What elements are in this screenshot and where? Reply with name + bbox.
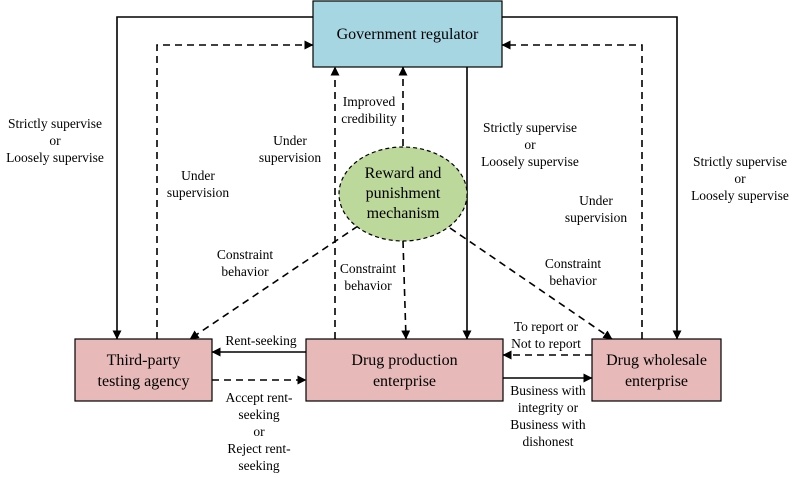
label-line: Under xyxy=(579,193,613,208)
label-line: supervision xyxy=(565,210,627,225)
mechanism-ellipse xyxy=(338,146,468,242)
label-production-to-wholesale: Business with integrity or Business with… xyxy=(510,383,586,449)
label-line: Business with xyxy=(510,383,586,398)
label-line: To report or xyxy=(514,319,579,334)
label-line: Accept rent- xyxy=(225,390,293,405)
label-wholesale-to-reg: Under supervision xyxy=(565,193,627,225)
edge-wholesale-to-reg xyxy=(501,40,643,339)
label-line: Not to report xyxy=(511,336,581,351)
label-line: integrity or xyxy=(518,400,579,415)
regulator-box xyxy=(312,0,503,68)
mechanism-label-line-3: mechanism xyxy=(367,205,440,222)
label-line: supervision xyxy=(259,150,321,165)
label-thirdparty-to-reg: Under supervision xyxy=(167,168,229,200)
edge-thirdparty-to-reg xyxy=(156,40,314,339)
label-line: Rent-seeking xyxy=(225,333,296,348)
label-mechanism-to-thirdparty: Constraint behavior xyxy=(217,247,273,279)
label-line: Reject rent- xyxy=(227,441,291,456)
label-reg-to-production: Strictly supervise or Loosely supervise xyxy=(481,120,579,169)
label-line: Constraint xyxy=(217,247,273,262)
label-line: behavior xyxy=(344,278,392,293)
label-line: seeking xyxy=(238,407,279,422)
label-line: Under xyxy=(273,133,307,148)
label-line: or xyxy=(253,424,265,439)
third-party-label-line-2: testing agency xyxy=(98,373,190,390)
wholesale-box xyxy=(591,338,722,402)
edge-mechanism-to-production xyxy=(401,240,411,340)
label-line: or xyxy=(49,133,61,148)
label-production-to-reg: Under supervision xyxy=(259,133,321,165)
label-line: behavior xyxy=(549,273,597,288)
label-line: Under xyxy=(181,168,215,183)
label-thirdparty-to-production: Accept rent- seeking or Reject rent- see… xyxy=(225,390,293,473)
label-line: dishonest xyxy=(522,434,573,449)
regulator-label: Government regulator xyxy=(337,26,479,43)
label-line: Strictly supervise xyxy=(8,116,102,131)
production-box xyxy=(305,338,504,402)
label-line: Strictly supervise xyxy=(693,154,787,169)
label-line: Constraint xyxy=(545,256,601,271)
production-label-line-1: Drug production xyxy=(351,352,457,369)
label-production-to-thirdparty: Rent-seeking xyxy=(225,333,296,348)
node-government-regulator: Government regulator xyxy=(312,0,503,68)
label-line: or xyxy=(524,137,536,152)
third-party-box xyxy=(74,338,213,402)
mechanism-label-line-1: Reward and xyxy=(365,165,442,182)
label-mechanism-to-production: Constraint behavior xyxy=(340,261,396,293)
edge-mechanism-to-wholesale xyxy=(449,227,613,340)
node-reward-punishment-mechanism: Reward and punishment mechanism xyxy=(338,146,468,242)
label-line: Improved xyxy=(343,94,396,109)
wholesale-label-line-2: enterprise xyxy=(625,373,688,390)
label-reg-to-wholesale: Strictly supervise or Loosely supervise xyxy=(691,154,789,203)
node-third-party-testing-agency: Third-party testing agency xyxy=(74,338,213,402)
label-mechanism-to-reg: Improved credibility xyxy=(341,94,397,126)
label-line: seeking xyxy=(238,458,279,473)
node-drug-production-enterprise: Drug production enterprise xyxy=(305,338,504,402)
mechanism-label-line-2: punishment xyxy=(366,185,441,202)
wholesale-label-line-1: Drug wholesale xyxy=(606,352,707,369)
label-line: supervision xyxy=(167,185,229,200)
label-mechanism-to-wholesale: Constraint behavior xyxy=(545,256,601,288)
edge-mechanism-to-thirdparty xyxy=(189,225,359,340)
label-line: or xyxy=(734,171,746,186)
label-line: Loosely supervise xyxy=(481,154,579,169)
label-line: Loosely supervise xyxy=(6,150,104,165)
label-wholesale-to-production: To report or Not to report xyxy=(511,319,581,351)
node-drug-wholesale-enterprise: Drug wholesale enterprise xyxy=(591,338,722,402)
label-line: Loosely supervise xyxy=(691,188,789,203)
production-label-line-2: enterprise xyxy=(373,373,436,390)
edge-reg-to-thirdparty xyxy=(112,16,313,340)
label-line: behavior xyxy=(221,264,269,279)
label-line: Business with xyxy=(510,417,586,432)
label-line: credibility xyxy=(341,111,397,126)
edge-reg-to-wholesale xyxy=(502,16,682,340)
label-line: Constraint xyxy=(340,261,396,276)
third-party-label-line-1: Third-party xyxy=(107,352,181,369)
label-reg-to-thirdparty: Strictly supervise or Loosely supervise xyxy=(6,116,104,165)
label-line: Strictly supervise xyxy=(483,120,577,135)
